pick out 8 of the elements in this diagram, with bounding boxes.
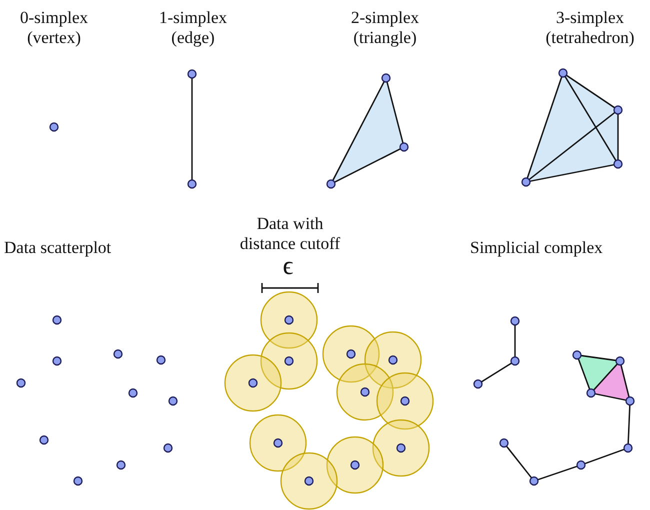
panel-title: 1-simplex (edge) xyxy=(158,8,228,48)
panel-title: Simplicial complex xyxy=(470,238,603,258)
panel-title: 3-simplex (tetrahedron) xyxy=(544,8,636,48)
panel-title: Data with distance cutoff xyxy=(238,214,342,254)
panel-title: 0-simplex (vertex) xyxy=(19,8,89,48)
panel-title: 2-simplex (triangle) xyxy=(350,8,420,48)
variable-label: ϵ xyxy=(282,256,294,276)
panel-title: Data scatterplot xyxy=(4,238,112,258)
